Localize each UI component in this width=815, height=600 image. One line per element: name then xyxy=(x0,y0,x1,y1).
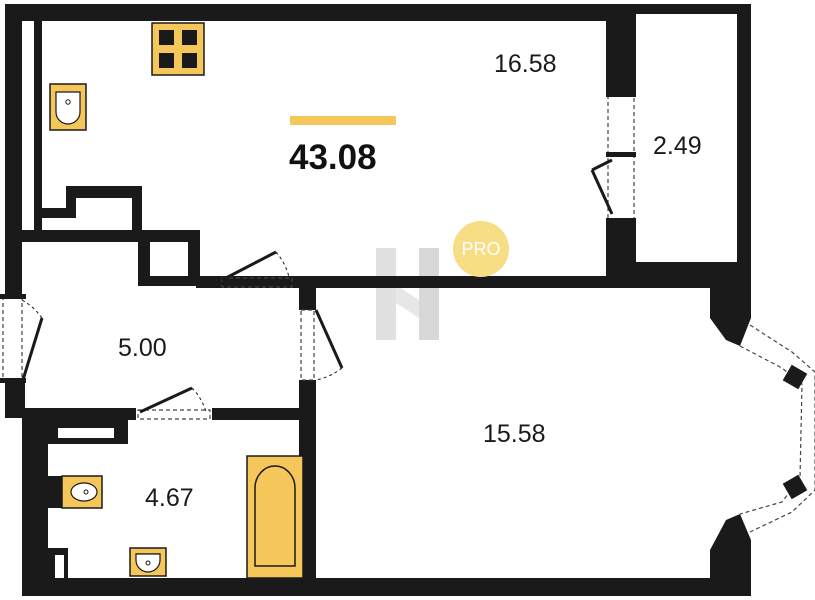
pro-badge: PRO xyxy=(453,221,509,277)
walls xyxy=(5,4,751,596)
toilet-icon xyxy=(48,475,103,509)
bathroom-area: 4.67 xyxy=(145,484,194,512)
window-frames xyxy=(0,92,808,500)
stove-icon xyxy=(151,22,205,76)
kitchen-sink-icon xyxy=(49,83,87,131)
bathtub-icon xyxy=(246,455,304,579)
bath-sink-icon xyxy=(129,547,167,577)
watermark-logo xyxy=(376,248,439,340)
total-area: 43.08 xyxy=(289,138,377,177)
bedroom-area: 15.58 xyxy=(483,420,546,448)
openings xyxy=(2,95,815,533)
door-swings xyxy=(20,158,614,414)
living-kitchen-area: 16.58 xyxy=(494,50,557,78)
hallway-area: 5.00 xyxy=(118,334,167,362)
total-area-accent-bar xyxy=(290,116,396,125)
balcony-area: 2.49 xyxy=(653,132,702,160)
